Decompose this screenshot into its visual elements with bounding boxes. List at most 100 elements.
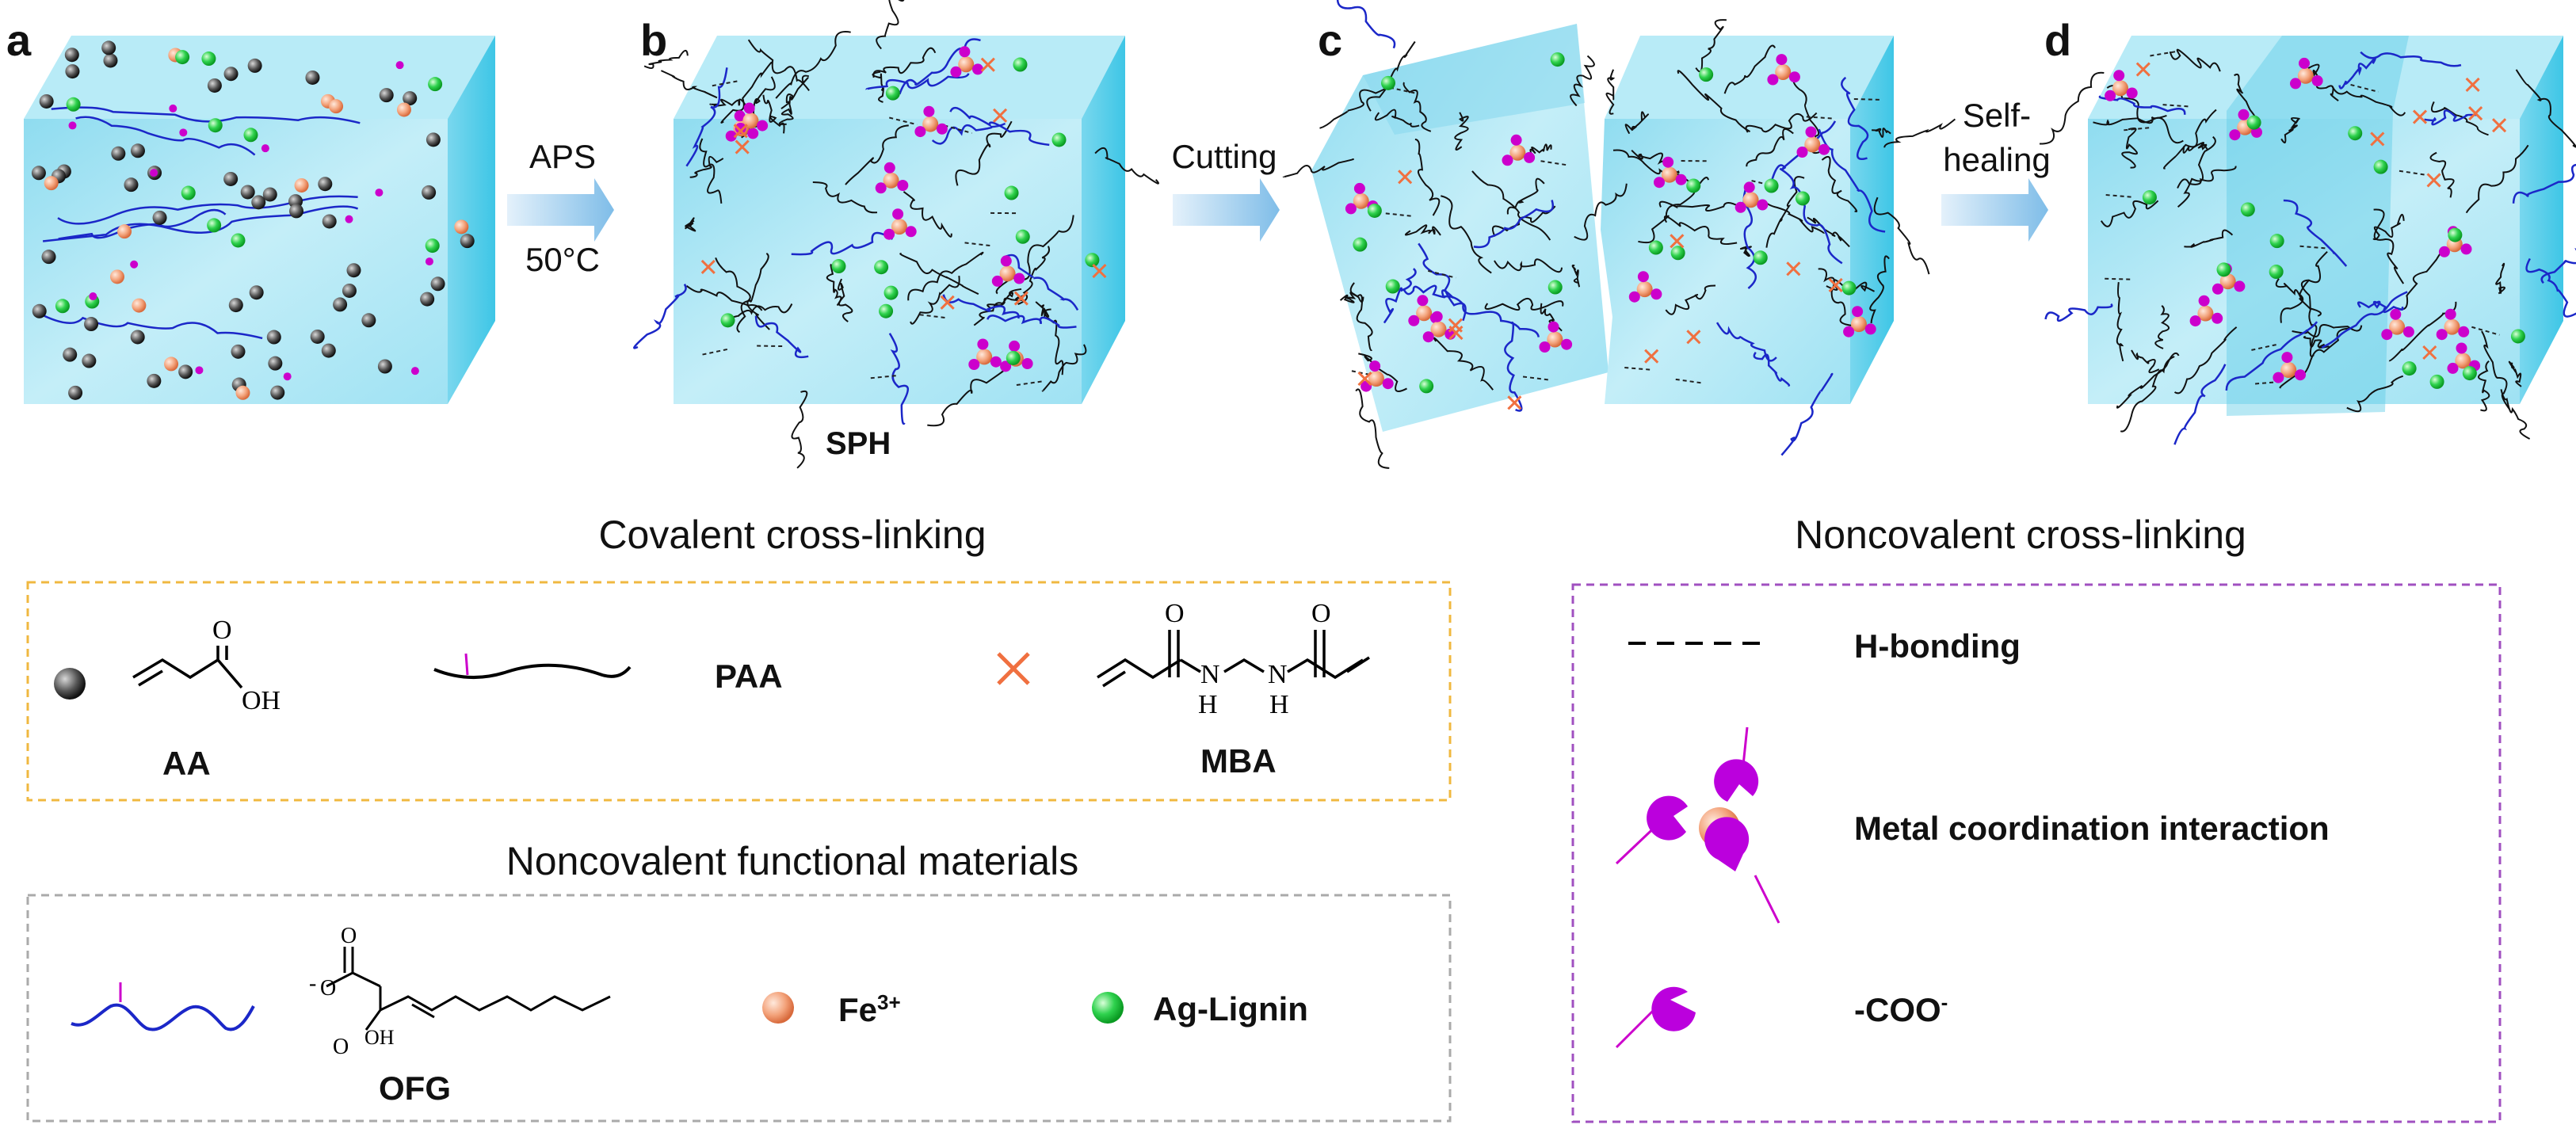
panel-d-letter: d [2044,15,2072,65]
metal-coordination-ligand [950,66,962,78]
paa-chain [1818,128,1886,233]
ag-lignin-particle [425,238,440,254]
metal-coordination-ligand [2436,329,2448,341]
ag-lignin-particle [874,260,889,275]
ag-lignin-particle [181,185,196,200]
panel-a-letter: a [6,15,32,65]
fe-ion-glyph [762,992,794,1024]
ag-lignin-particle [720,313,735,328]
metal-coordination [1775,63,1792,80]
noncov-cross-title: Noncovalent cross-linking [1795,513,2246,557]
hbond [1675,378,1704,384]
network-chain [2500,389,2531,440]
network-chain [1355,388,1390,469]
metal-coordination-ligand [936,123,948,135]
metal-coordination [891,219,907,235]
metal-coordination-ligand [743,102,755,114]
network-chain [2275,278,2322,317]
network-chain [720,61,773,124]
network-chain [2307,63,2339,102]
paa-chain [1402,284,1454,299]
network-chain [1745,112,1818,133]
ag-lignin-particle [428,77,443,92]
aa-monomer [403,91,418,106]
network-chain [2184,229,2234,248]
paa-chain [2225,321,2318,391]
network-chain [2373,208,2405,284]
carboxylate [130,260,139,269]
paa-chain [42,205,359,242]
metal-coordination [1416,305,1433,322]
metal-coordination-ligand [1013,273,1025,284]
ag-lignin-particle [2402,361,2417,376]
metal-coordination-ligand [1864,323,1876,335]
metal-coordination-ligand [2447,362,2459,374]
aa-structure [132,646,243,689]
paa-chain [1779,167,1843,265]
aa-monomer [124,177,139,193]
network-chain [2430,101,2489,136]
network-chain [775,31,851,99]
carboxylate [169,104,177,112]
metal-coordination-ligand [2238,109,2250,120]
metal-coordination-ligand [725,130,737,142]
fe-ion [235,385,250,400]
metal-coordination-ligand [2390,308,2402,320]
metal-coordination-ligand [1000,255,1012,267]
hbond [2251,343,2280,351]
network-chain [1471,170,1551,241]
network-chain [826,264,842,307]
ofg-minus: - [309,971,316,996]
aa-monomer [333,297,348,312]
metal-coordination-ligand [1539,341,1551,353]
network-chain [1339,292,1364,303]
network-chain [907,251,984,301]
mba-crosslink [1092,264,1107,279]
ag-lignin-particle [1085,253,1100,268]
network-chain [2169,48,2221,72]
aa-oh-group: OH [242,686,280,715]
carboxylate [195,366,204,375]
aa-monomer [101,40,116,55]
mba-crosslink [1448,318,1463,333]
mba-crosslink [1786,261,1801,276]
metal-coordination-ligand [757,120,769,132]
ag-lignin-particle [1699,67,1714,82]
metal-coordination-ligand [735,122,746,134]
network-chain [1807,216,1850,248]
hbond-label: H-bonding [1854,627,2021,665]
metal-coordination-ligand [2299,57,2310,69]
aa-monomer [31,166,46,181]
paa-label: PAA [715,658,783,695]
metal-coordination-ligand [747,128,759,139]
aa-monomer [207,78,222,93]
network-chain [2331,86,2406,116]
mba-crosslink [940,295,955,310]
paa-chain [931,122,1006,145]
network-chain [2116,282,2124,362]
aa-o-atom: O [212,616,232,645]
metal-coordination [883,172,899,189]
metal-coordination [1742,192,1759,208]
metal-coordination-ligand [905,226,917,238]
paa-chain [633,283,687,349]
ofg-o-top: O [341,924,357,948]
paa-chain [2424,109,2477,126]
process-arrow-3 [1941,178,2048,242]
fe-ion [44,176,59,191]
aa-monomer [270,385,285,400]
carboxylate [89,292,97,301]
ag-lignin-particle [1764,178,1779,193]
aa-monomer [288,204,303,219]
aa-monomer [322,214,337,229]
metal-coordination [2297,67,2314,84]
hbond [2399,170,2428,176]
aa-label: AA [162,745,211,782]
mba-crosslink [700,259,716,275]
network-chain [1883,118,1956,148]
network-chain [1570,55,1595,107]
paa-chain [2360,51,2462,67]
network-chain [1695,19,1727,73]
network-chain [780,74,810,110]
network-chain [2495,262,2505,295]
